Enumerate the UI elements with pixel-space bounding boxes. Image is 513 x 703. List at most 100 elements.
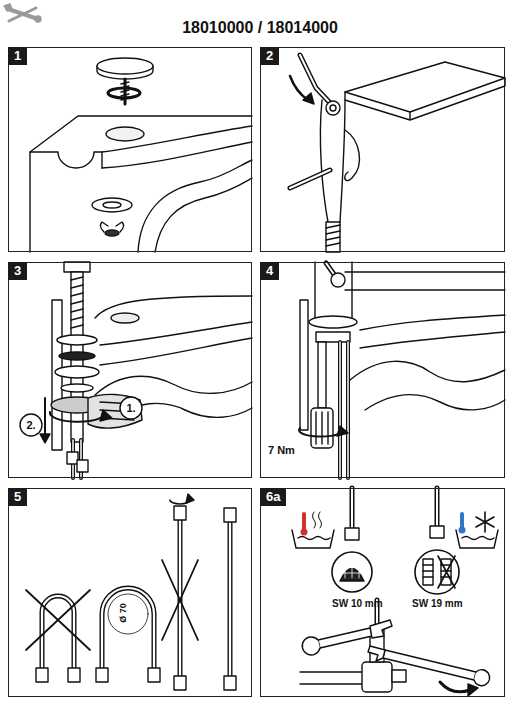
step-6a-art-part <box>415 550 459 594</box>
step-2-art-part <box>320 100 345 222</box>
step-6a-art-part <box>352 488 437 530</box>
step-2-art-part <box>345 130 360 181</box>
step-panel: 5 <box>8 488 252 697</box>
step-1-art-part <box>138 160 252 252</box>
step-4-art-part <box>316 412 328 444</box>
diagram-title: 18010000 / 18014000 <box>0 18 513 38</box>
step-4-art-part <box>331 273 345 287</box>
step-5-art-part <box>186 494 194 503</box>
step-circle: 2. <box>19 413 43 437</box>
step-3-art-part <box>100 410 112 421</box>
step-number: 3 <box>8 262 27 280</box>
step-3-art-part <box>111 313 139 323</box>
step-6a-art-part <box>343 562 361 578</box>
step-6a-art-part <box>423 559 433 585</box>
step-2-art <box>290 55 505 252</box>
step-6a-art-part <box>430 526 444 538</box>
step-6a-art-part <box>423 565 433 577</box>
step-3-art <box>40 262 252 478</box>
step-5-art-part <box>68 668 80 682</box>
step-5-art-part <box>229 522 231 676</box>
step-1-art-part <box>30 152 102 168</box>
step-6a-art-part <box>474 670 490 686</box>
step-6a-art-part <box>362 662 392 692</box>
tools-icon-part <box>9 8 36 21</box>
step-6a-art <box>292 488 498 696</box>
step-number: 1 <box>8 47 27 65</box>
step-2-art-part <box>300 55 333 106</box>
step-4-art-part <box>309 316 357 328</box>
step-3-art-part <box>50 412 104 422</box>
circle-outline <box>20 414 42 436</box>
step-6a-art-part <box>332 552 372 592</box>
step-6a-art-part <box>301 529 308 536</box>
step-3-art-part <box>44 398 46 436</box>
tools-icon-part <box>4 4 12 11</box>
step-4-art-part <box>318 342 326 408</box>
circle-outline <box>120 397 142 419</box>
step-1-art-part <box>103 202 121 208</box>
step-6a-art-part <box>345 528 359 540</box>
tools-icon-part <box>35 16 41 22</box>
step-5-art-part <box>148 668 160 682</box>
step-1-art-part <box>97 58 153 74</box>
step-number: 5 <box>8 488 27 506</box>
step-6a-art-part <box>292 530 334 548</box>
step-2-art-part <box>345 62 505 112</box>
step-4-art-part <box>299 428 342 437</box>
step-2-art-part <box>290 76 308 100</box>
step-5-art-part <box>42 596 74 668</box>
step-6a-art-part <box>438 556 455 588</box>
step-6a-art-part <box>302 637 320 655</box>
step-3-art-part <box>71 277 83 328</box>
step-4-art-part <box>340 342 348 478</box>
step-6a-art-part <box>302 514 306 530</box>
illustration-part <box>4 4 505 696</box>
step-5-art-part <box>224 676 236 690</box>
step-1-art-part <box>155 178 252 252</box>
step-6a-art-part <box>368 646 385 661</box>
step-6a-art-part <box>370 620 392 638</box>
step-1-art-part <box>102 142 252 168</box>
step-5-art-part <box>36 668 48 682</box>
step-6a-art-part <box>300 672 362 684</box>
step-3-art-part <box>77 460 88 472</box>
step-6a-art-part <box>462 537 494 540</box>
step-2-art-part <box>326 225 340 246</box>
step-4-art-part <box>300 300 308 430</box>
step-6a-art-part <box>383 650 476 680</box>
dimension-label: SW 10 mm <box>332 597 383 610</box>
step-2-art-part <box>303 93 314 104</box>
step-panel: 1 <box>8 47 252 252</box>
step-1-art-part <box>105 230 119 236</box>
step-4-art-part <box>340 342 348 478</box>
step-number: 6a <box>260 488 286 506</box>
step-2-art-part <box>326 222 340 252</box>
step-6a-art-part <box>459 527 466 534</box>
step-5-art-part <box>228 522 233 676</box>
step-2-art-part <box>290 170 330 188</box>
step-4-art-part <box>350 361 505 381</box>
step-3-art-part <box>40 434 50 443</box>
dimension-label: 7 Nm <box>268 443 295 457</box>
step-1-art-part <box>30 116 252 252</box>
step-4-art-part <box>311 408 333 448</box>
dimension-label: Ø 70 <box>117 603 129 623</box>
step-3-art-part <box>95 376 252 395</box>
step-panel: 6a <box>260 488 505 697</box>
step-3-art-part <box>59 352 95 360</box>
step-6a-art-part <box>460 514 464 528</box>
step-4-art-part <box>316 332 350 342</box>
step-number: 4 <box>260 262 279 280</box>
callout-number: 2. <box>19 413 43 437</box>
step-5-art-part <box>162 560 198 640</box>
step-panel: 4 <box>260 262 505 478</box>
step-5-art-part <box>96 668 108 682</box>
step-5-art <box>26 494 236 690</box>
step-1-art <box>30 58 252 252</box>
step-5-art-part <box>102 588 154 668</box>
step-5-art-part <box>224 508 236 522</box>
step-1-art-part <box>108 88 140 98</box>
